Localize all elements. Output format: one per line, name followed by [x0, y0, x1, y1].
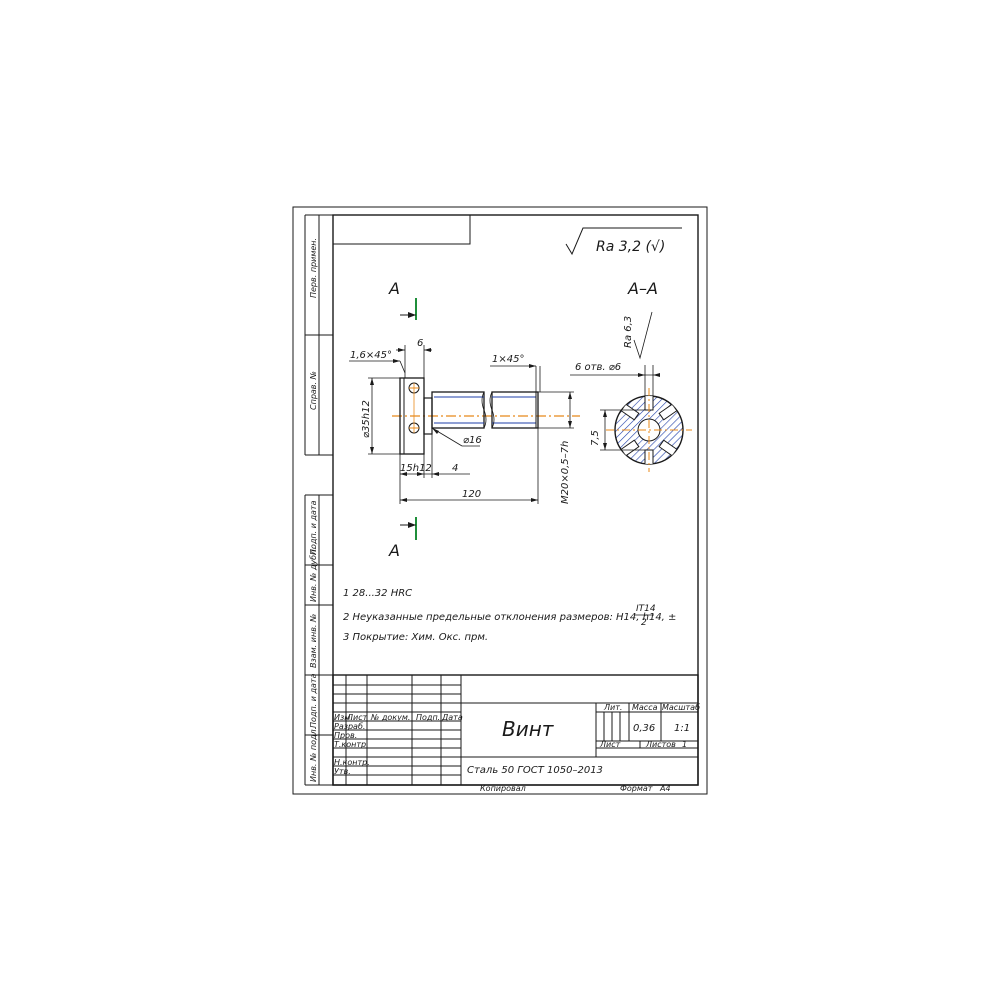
footer-format-value: A4 — [659, 784, 671, 793]
side-label-podp-1: Подп. и дата — [309, 500, 318, 555]
title-block-text: Изм. Лист № докум. Подп. Дата Разраб. Пр… — [334, 703, 700, 776]
section-view-title: A–A — [627, 279, 658, 298]
tb-row-prov: Пров. — [334, 731, 357, 740]
side-label-podp-2: Подп. и дата — [309, 673, 318, 728]
section-markers: A A A–A — [388, 279, 658, 560]
side-strip — [304, 214, 333, 786]
note-2-fraction-num: IT14 — [636, 604, 656, 614]
dim-head-len: 15h12 — [400, 463, 432, 474]
main-view-dim-text: 1,6×45° 6 1×45° ⌀35h12 ⌀16 15h12 4 120 M… — [350, 338, 571, 504]
dim-thread: M20×0,5–7h — [560, 441, 571, 504]
dim-chamfer-thread: 1×45° — [492, 354, 524, 365]
tb-col-podp: Подп. — [416, 713, 440, 722]
screw-main-view — [392, 377, 580, 455]
tb-scale-value: 1:1 — [674, 723, 690, 734]
tb-col-dokum: № докум. — [370, 713, 410, 722]
section-view — [606, 388, 692, 472]
note-2: 2 Неуказанные предельные отклонения разм… — [343, 612, 676, 623]
side-labels: Перв. примен. Справ. № Подп. и дата Инв.… — [309, 238, 318, 782]
top-left-stamp — [332, 214, 471, 245]
tb-row-utv: Утв. — [334, 767, 351, 776]
technical-notes: 1 28...32 HRC 2 Неуказанные предельные о… — [343, 588, 676, 643]
roughness-keyway-label: Ra 6,3 — [623, 316, 634, 348]
tb-header-mass: Масса — [632, 703, 658, 712]
footer: Копировал Формат A4 — [480, 784, 671, 793]
footer-format: Формат — [620, 784, 653, 793]
tb-sheet: Лист — [599, 740, 621, 749]
dim-chamfer-head: 1,6×45° — [350, 350, 392, 361]
side-label-perv: Перв. примен. — [309, 238, 318, 298]
tb-mass-value: 0,36 — [633, 723, 655, 734]
dim-hole-dia: ⌀16 — [463, 435, 482, 446]
note-3: 3 Покрытие: Хим. Окс. прм. — [343, 632, 488, 643]
dim-hole-offset: 7,5 — [590, 430, 601, 446]
main-view-arrows — [370, 348, 572, 502]
tb-sheets: Листов — [645, 740, 676, 749]
part-material: Сталь 50 ГОСТ 1050–2013 — [467, 765, 603, 776]
title-block-lines — [332, 674, 699, 786]
section-label-bottom: A — [388, 541, 400, 560]
section-label-top: A — [388, 279, 400, 298]
dim-length: 120 — [462, 489, 481, 500]
side-label-inv-podl: Инв. № подл. — [309, 727, 318, 782]
tb-col-izm: Изм. — [334, 713, 353, 722]
dim-neck: 4 — [452, 463, 458, 474]
side-label-vzam: Взам. инв. № — [309, 614, 318, 668]
general-roughness: Ra 3,2 (√) — [565, 227, 682, 256]
tb-col-list: Лист — [346, 713, 368, 722]
tb-row-razrab: Разраб. — [334, 722, 365, 731]
section-dim-text: Ra 6,3 6 отв. ⌀6 7,5 — [575, 316, 634, 446]
dim-holes: 6 отв. ⌀6 — [575, 362, 621, 373]
tb-header-lit: Лит. — [603, 703, 622, 712]
tb-col-data: Дата — [441, 713, 463, 722]
roughness-general-label: Ra 3,2 (√) — [596, 239, 665, 255]
section-arrows — [603, 373, 660, 450]
note-1: 1 28...32 HRC — [343, 588, 412, 599]
note-2-fraction-den: 2 — [641, 618, 647, 628]
side-label-sprav: Справ. № — [309, 371, 318, 410]
tb-row-tkontr: Т.контр. — [334, 740, 369, 749]
tb-row-nkontr: Н.контр. — [334, 758, 370, 767]
part-name: Винт — [502, 717, 555, 741]
side-label-inv-dubl: Инв. № дубл. — [309, 547, 318, 602]
main-view-dimensions — [349, 345, 574, 504]
dim-head-dia: ⌀35h12 — [361, 400, 372, 438]
dim-head-width: 6 — [417, 338, 423, 349]
tb-header-scale: Масштаб — [662, 703, 700, 712]
tb-sheets-count: 1 — [682, 740, 687, 749]
footer-copied: Копировал — [480, 784, 526, 793]
